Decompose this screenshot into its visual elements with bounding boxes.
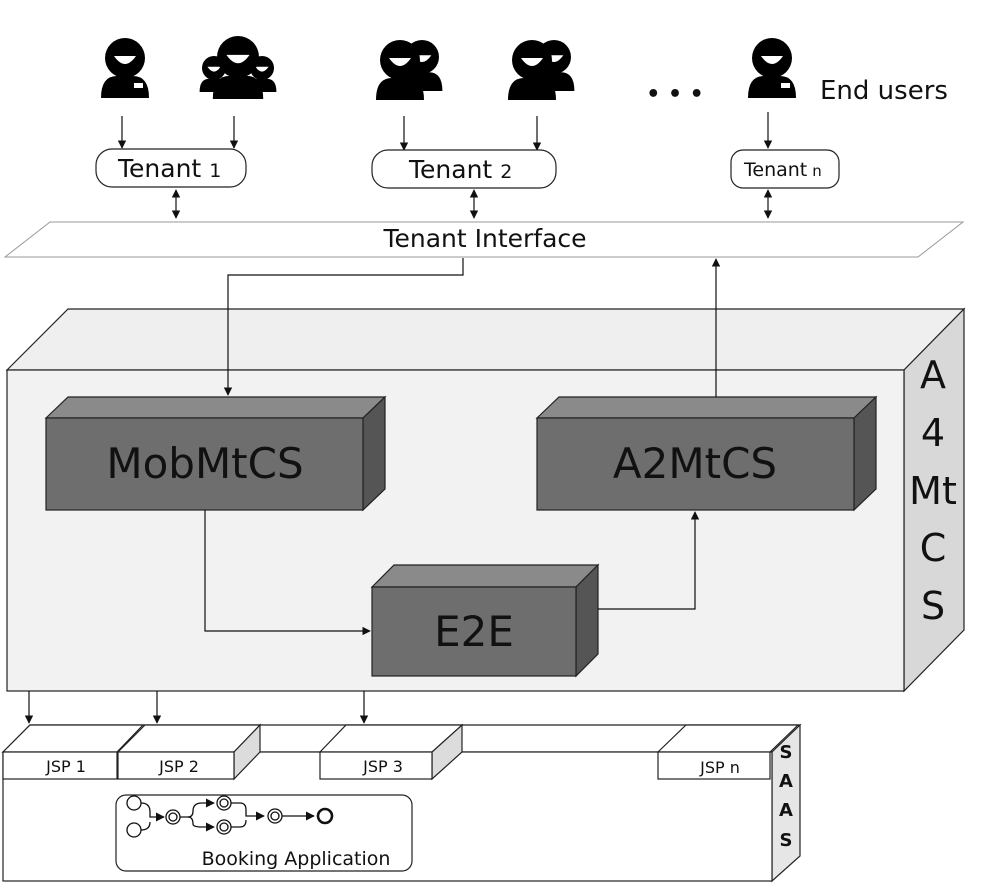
tenant-2-sub: 2 (500, 161, 512, 183)
workflow-icon (126, 795, 334, 838)
tenant-interface-arrows (171, 189, 773, 219)
jsp-n: JSP n (656, 724, 800, 780)
jsp-1: JSP 1 (1, 724, 145, 780)
mobmtcs-label: MobMtCS (106, 439, 303, 488)
single-user-icon (748, 38, 796, 98)
e2e-label: E2E (434, 607, 514, 656)
saas-letter-2: A (779, 771, 793, 792)
tenant-n-sub: n (812, 162, 822, 180)
saas-letter-3: A (779, 800, 793, 821)
saas-letter-4: S (780, 830, 793, 851)
user-tenant-arrows (117, 112, 773, 151)
jsp-2-label: JSP 2 (158, 757, 199, 776)
jsp-1-label: JSP 1 (45, 757, 86, 776)
jsp-3: JSP 3 (318, 723, 464, 781)
jsp-3-label: JSP 3 (362, 757, 403, 776)
tenant-interface-label: Tenant Interface (382, 224, 586, 253)
e2e-module: E2E (370, 563, 600, 678)
booking-application: Booking Application (115, 794, 413, 872)
flow-arrows (24, 258, 721, 724)
tenant-n-name: Tenant (743, 159, 807, 181)
a2mtcs-label: A2MtCS (613, 439, 777, 488)
jsp-2: JSP 2 (116, 723, 262, 781)
tenant-2: Tenant 2 (371, 149, 557, 189)
saas-letter-1: S (780, 742, 793, 763)
ellipsis: • • • (646, 82, 704, 107)
tenant-1: Tenant 1 (95, 148, 247, 188)
user-pair-icon (376, 40, 443, 100)
tenant-1-sub: 1 (209, 160, 221, 182)
platform-letter-2: 4 (921, 411, 945, 455)
tenant-1-name: Tenant (117, 154, 201, 183)
single-user-icon (101, 38, 149, 98)
platform-letter-3: Mt (909, 469, 957, 513)
user-pair-icon (508, 40, 575, 100)
platform-letter-1: A (920, 353, 946, 397)
platform-letter-5: S (921, 584, 945, 628)
jsp-n-label: JSP n (699, 758, 740, 777)
platform-letter-4: C (920, 526, 947, 570)
mobmtcs-module: MobMtCS (44, 395, 387, 512)
tenant-interface: Tenant Interface (3, 221, 965, 258)
tenant-2-name: Tenant (408, 155, 492, 184)
booking-application-label: Booking Application (202, 848, 391, 870)
a2mtcs-module: A2MtCS (535, 395, 878, 512)
end-users-label: End users (820, 76, 948, 106)
user-group-icon (199, 36, 277, 99)
